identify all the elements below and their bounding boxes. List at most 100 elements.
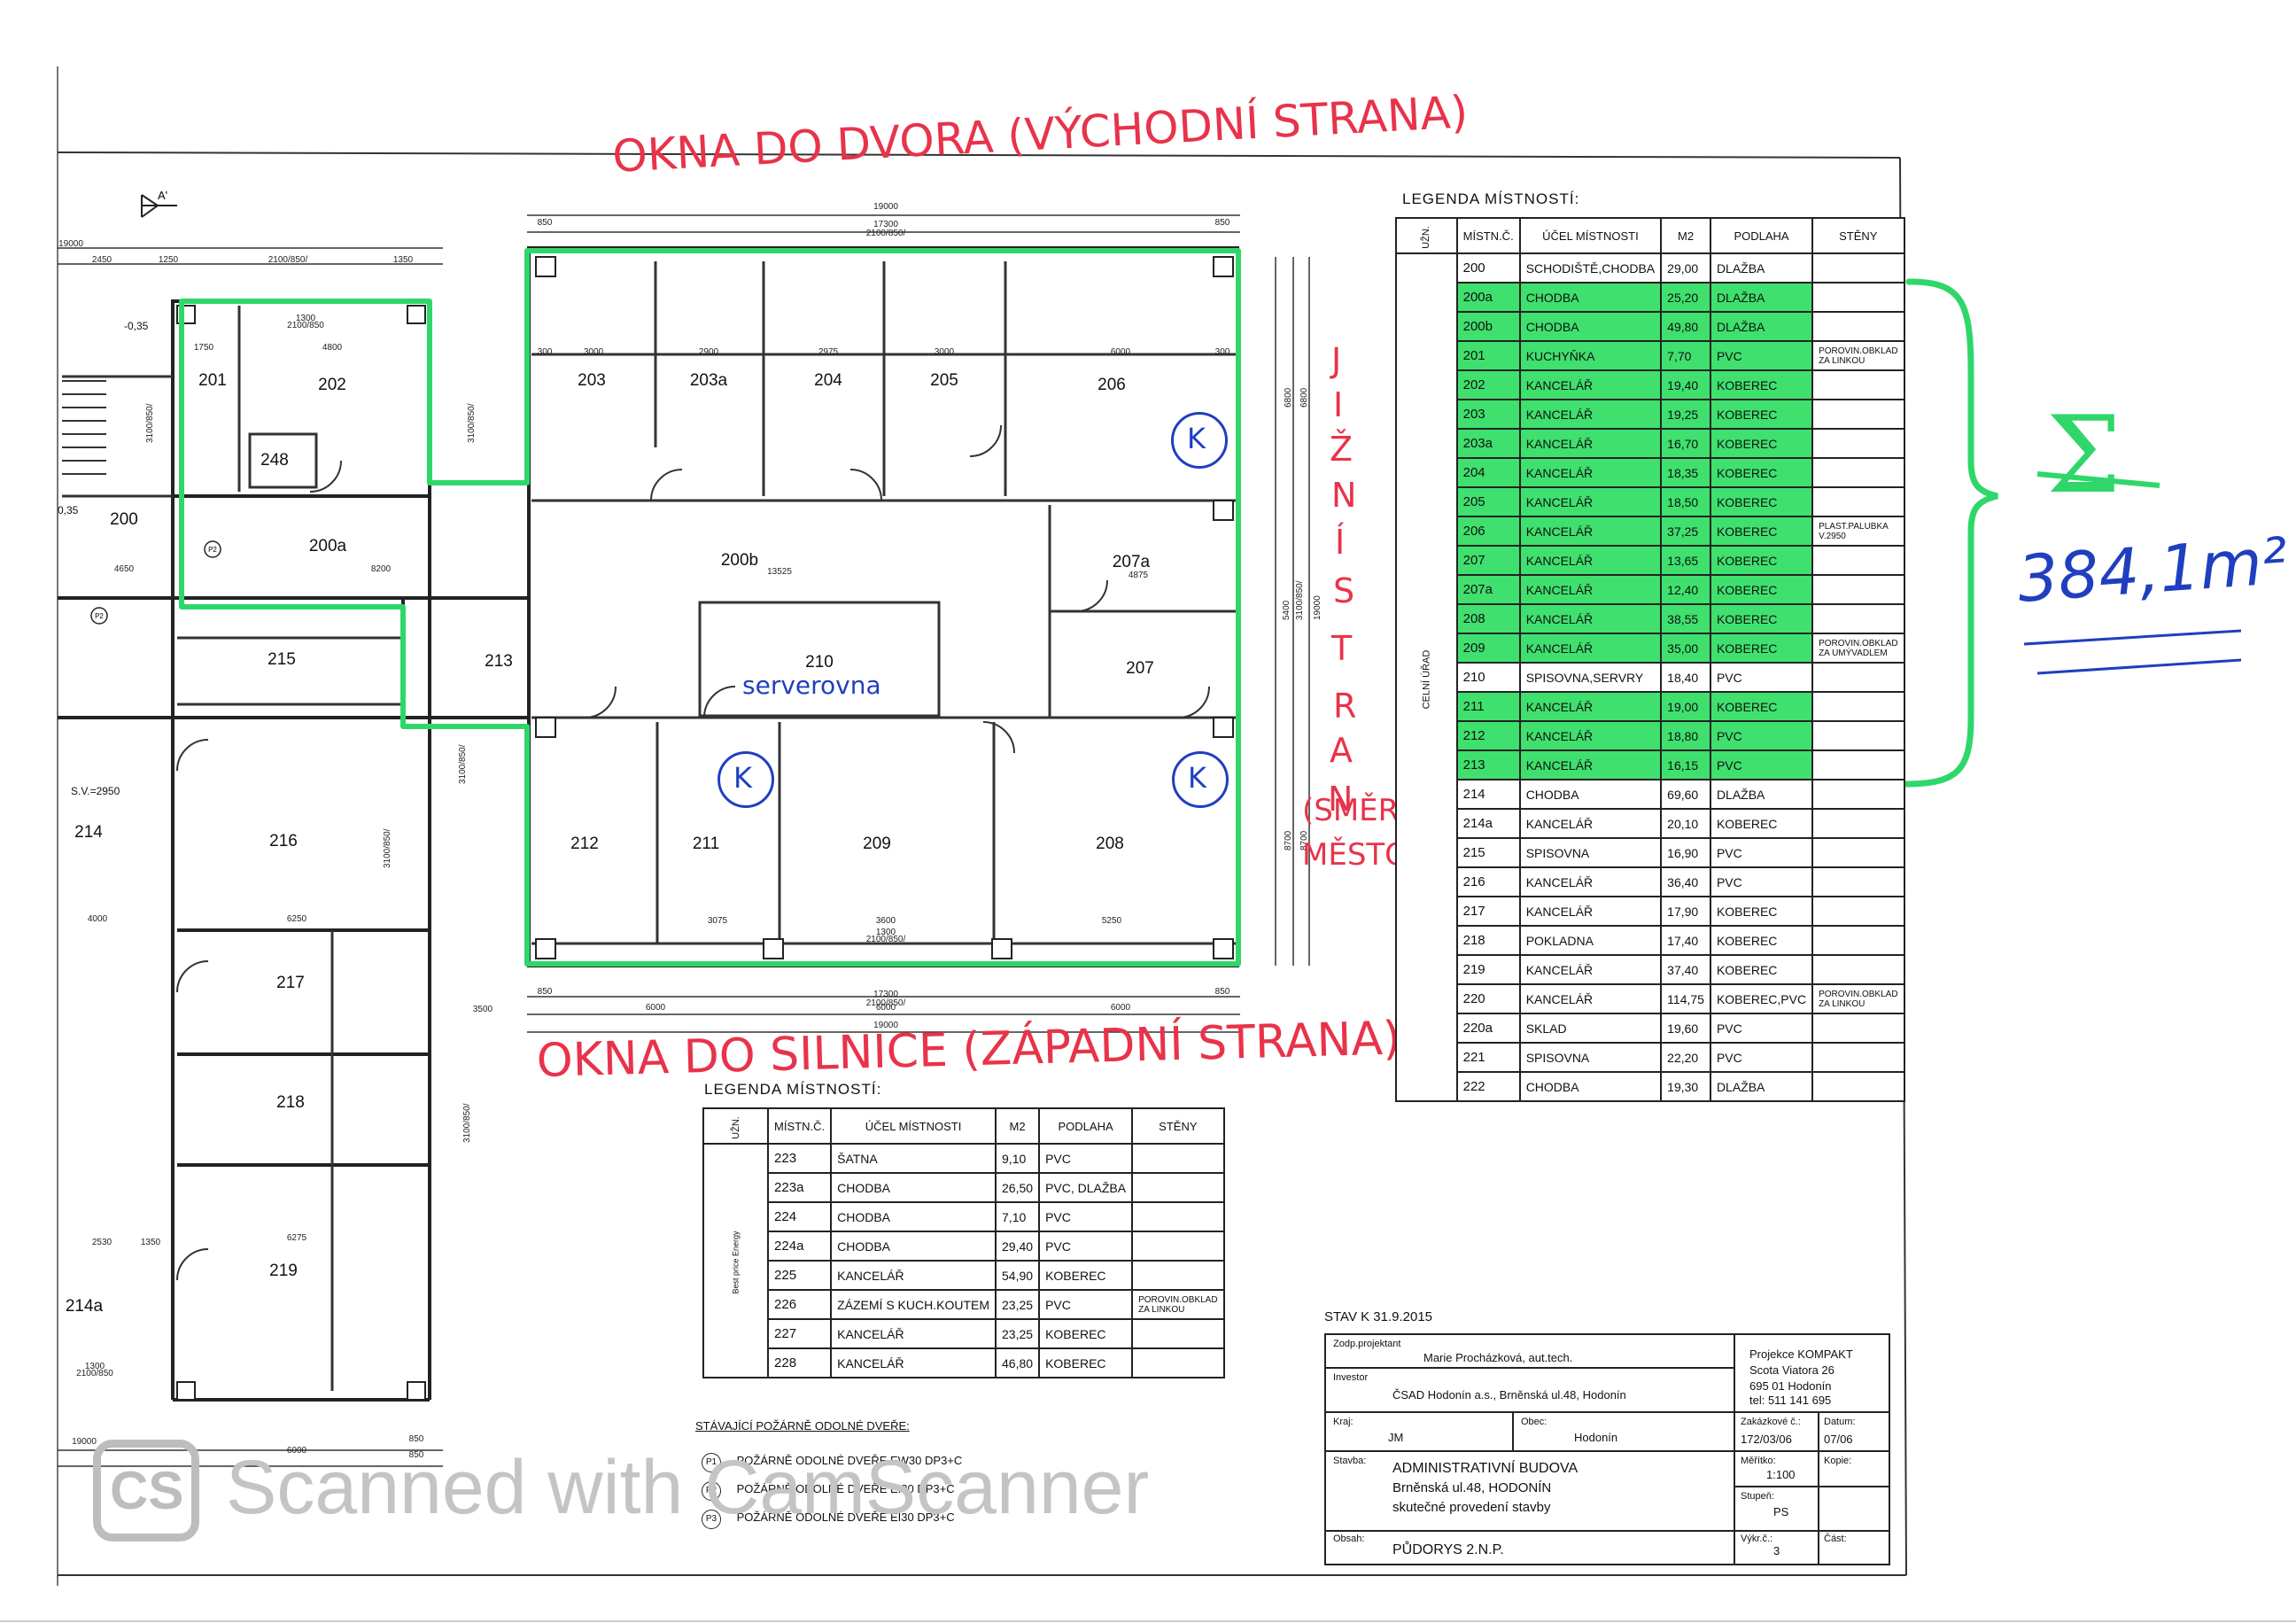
legend-cell-floor: DLAŽBA bbox=[1709, 282, 1814, 313]
room-label: 208 bbox=[1096, 835, 1124, 853]
legend-cell-m2: 37,40 bbox=[1660, 954, 1711, 985]
legend-cell-walls bbox=[1811, 866, 1905, 897]
svg-text:850: 850 bbox=[538, 987, 553, 997]
room-label: 203a bbox=[690, 371, 728, 390]
fire-doors-title: STÁVAJÍCÍ POŽÁRNĚ ODOLNÉ DVEŘE: bbox=[695, 1419, 910, 1433]
legend-cell-m2: 54,90 bbox=[995, 1260, 1041, 1291]
svg-text:4800: 4800 bbox=[322, 343, 343, 353]
legend-cell-walls bbox=[1811, 837, 1905, 868]
legend-cell-id: 219 bbox=[1455, 954, 1521, 985]
legend-cell-id: 218 bbox=[1455, 925, 1521, 956]
legend-cell-walls bbox=[1811, 691, 1905, 722]
room-label: 200a bbox=[309, 537, 347, 555]
legend-cell-walls bbox=[1131, 1347, 1225, 1378]
room-label: 201 bbox=[198, 371, 227, 390]
legend-cell-walls bbox=[1811, 399, 1905, 430]
legend-cell-m2: 35,00 bbox=[1660, 633, 1711, 664]
legend-cell-m2: 12,40 bbox=[1660, 574, 1711, 605]
svg-text:19000: 19000 bbox=[72, 1437, 97, 1447]
svg-text:2900: 2900 bbox=[699, 347, 719, 357]
legend-cell-id: 225 bbox=[767, 1260, 833, 1291]
legend-cell-id: 214 bbox=[1455, 779, 1521, 810]
svg-text:3100/850/: 3100/850/ bbox=[458, 744, 468, 784]
legend-small-table: UŽN. MÍSTN.Č. ÚČEL MÍSTNOSTI M2 PODLAHA … bbox=[702, 1107, 1225, 1378]
svg-text:6000: 6000 bbox=[646, 1003, 666, 1013]
legend-cell-walls bbox=[1811, 1042, 1905, 1073]
svg-text:19000: 19000 bbox=[1313, 595, 1323, 620]
legend-cell-floor: KOBEREC bbox=[1709, 369, 1814, 400]
legend-cell-walls bbox=[1811, 808, 1905, 839]
svg-text:1250: 1250 bbox=[159, 255, 179, 265]
legend-cell-walls bbox=[1811, 282, 1905, 313]
legend-cell-walls bbox=[1811, 749, 1905, 780]
legend-cell-id: 208 bbox=[1455, 603, 1521, 634]
svg-text:5250: 5250 bbox=[1102, 916, 1122, 926]
legend-cell-walls bbox=[1131, 1201, 1225, 1232]
room-label: 204 bbox=[814, 371, 842, 390]
svg-text:850: 850 bbox=[1215, 218, 1230, 228]
legend-cell-use: KANCELÁŘ bbox=[1518, 691, 1663, 722]
legend-cell-use: KANCELÁŘ bbox=[830, 1260, 997, 1291]
svg-text:1300: 1300 bbox=[296, 314, 316, 323]
legend-cell-m2: 16,70 bbox=[1660, 428, 1711, 459]
legend-cell-m2: 18,50 bbox=[1660, 486, 1711, 517]
svg-text:850: 850 bbox=[409, 1434, 424, 1444]
legend-cell-id: 209 bbox=[1455, 633, 1521, 664]
legend-cell-floor: PVC bbox=[1709, 837, 1814, 868]
svg-text:19000: 19000 bbox=[873, 202, 898, 212]
svg-text:3500: 3500 bbox=[473, 1005, 493, 1014]
legend-cell-id: 223 bbox=[767, 1143, 833, 1174]
legend-cell-walls bbox=[1811, 662, 1905, 693]
legend-cell-use: CHODBA bbox=[1518, 311, 1663, 342]
legend-cell-use: CHODBA bbox=[1518, 779, 1663, 810]
svg-text:P2: P2 bbox=[208, 546, 217, 554]
handwritten-side-note-1: (SMĚR bbox=[1302, 793, 1400, 828]
legend-cell-use: KANCELÁŘ bbox=[1518, 457, 1663, 488]
legend-cell-m2: 22,20 bbox=[1660, 1042, 1711, 1073]
legend-cell-m2: 37,25 bbox=[1660, 516, 1711, 547]
legend-cell-id: 206 bbox=[1455, 516, 1521, 547]
legend-cell-floor: DLAŽBA bbox=[1709, 1071, 1814, 1102]
legend-cell-id: 211 bbox=[1455, 691, 1521, 722]
room-label: 213 bbox=[485, 652, 513, 671]
legend-cell-use: CHODBA bbox=[1518, 282, 1663, 313]
legend-cell-floor: KOBEREC bbox=[1709, 545, 1814, 576]
legend-cell-walls bbox=[1131, 1143, 1225, 1174]
svg-text:8200: 8200 bbox=[371, 564, 392, 574]
legend-cell-floor: KOBEREC bbox=[1709, 808, 1814, 839]
col-use: ÚČEL MÍSTNOSTI bbox=[1518, 217, 1663, 254]
legend-cell-use: KANCELÁŘ bbox=[830, 1347, 997, 1378]
legend-cell-floor: PVC bbox=[1038, 1231, 1134, 1262]
svg-text:S.V.=2950: S.V.=2950 bbox=[71, 785, 120, 797]
legend-cell-use: KANCELÁŘ bbox=[1518, 983, 1663, 1014]
legend-cell-id: 224a bbox=[767, 1231, 833, 1262]
legend-cell-walls bbox=[1811, 311, 1905, 342]
legend-cell-id: 223a bbox=[767, 1172, 833, 1203]
svg-text:6800: 6800 bbox=[1299, 387, 1309, 408]
legend-side-label: Best price Energy bbox=[702, 1143, 770, 1378]
svg-text:2100/850: 2100/850 bbox=[76, 1369, 113, 1378]
k-mark-3: K bbox=[1172, 751, 1229, 808]
svg-text:3600: 3600 bbox=[876, 916, 896, 926]
legend-cell-use: KANCELÁŘ bbox=[1518, 749, 1663, 780]
legend-cell-walls: PLAST.PALUBKA V.2950 bbox=[1811, 516, 1905, 547]
svg-text:6000: 6000 bbox=[1111, 1003, 1131, 1013]
legend-cell-m2: 23,25 bbox=[995, 1289, 1041, 1320]
